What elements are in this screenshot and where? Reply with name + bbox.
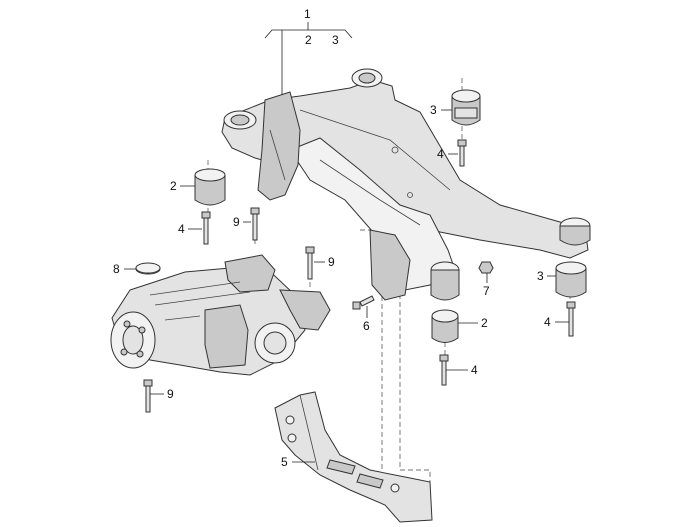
subframe xyxy=(221,68,591,301)
callout-2-left: 2 xyxy=(170,179,177,193)
callout-9-mid: 9 xyxy=(328,255,335,269)
callout-4-top: 4 xyxy=(437,147,444,161)
bolt-nine-lower xyxy=(143,379,153,413)
callout-7: 7 xyxy=(483,284,490,298)
bolt-six xyxy=(352,295,375,310)
bolt-nine-upper xyxy=(250,207,260,241)
callout-labels: 1 2 3 3 4 2 4 9 9 8 3 7 6 2 4 4 9 5 xyxy=(113,7,551,469)
callout-9-lower: 9 xyxy=(167,387,174,401)
leader-lines xyxy=(124,22,569,463)
bolt-lower-center xyxy=(439,354,449,386)
callout-1-sub-2: 2 xyxy=(305,33,312,47)
callout-3-right: 3 xyxy=(537,269,544,283)
callout-9-upper: 9 xyxy=(233,215,240,229)
support-bracket xyxy=(274,391,433,523)
bushing-left xyxy=(194,168,226,206)
callout-6: 6 xyxy=(363,319,370,333)
bolt-left xyxy=(201,211,211,245)
nut xyxy=(478,261,494,274)
callout-1: 1 xyxy=(304,7,311,21)
callout-2-right: 2 xyxy=(481,316,488,330)
bolt-nine-mid xyxy=(305,246,315,280)
callout-4-bottom: 4 xyxy=(471,363,478,377)
callout-4-left: 4 xyxy=(178,222,185,236)
bushing-top-right xyxy=(451,89,481,126)
callout-4-right: 4 xyxy=(544,315,551,329)
callout-3-top: 3 xyxy=(430,103,437,117)
callout-8: 8 xyxy=(113,262,120,276)
callout-1-sub-3: 3 xyxy=(332,33,339,47)
bolt-top-right xyxy=(457,139,467,167)
washer xyxy=(135,262,161,275)
bolt-right xyxy=(566,301,576,337)
bushing-right xyxy=(555,261,587,298)
rear-differential xyxy=(110,254,331,376)
bushing-lower-center xyxy=(431,309,459,343)
callout-5: 5 xyxy=(281,455,288,469)
